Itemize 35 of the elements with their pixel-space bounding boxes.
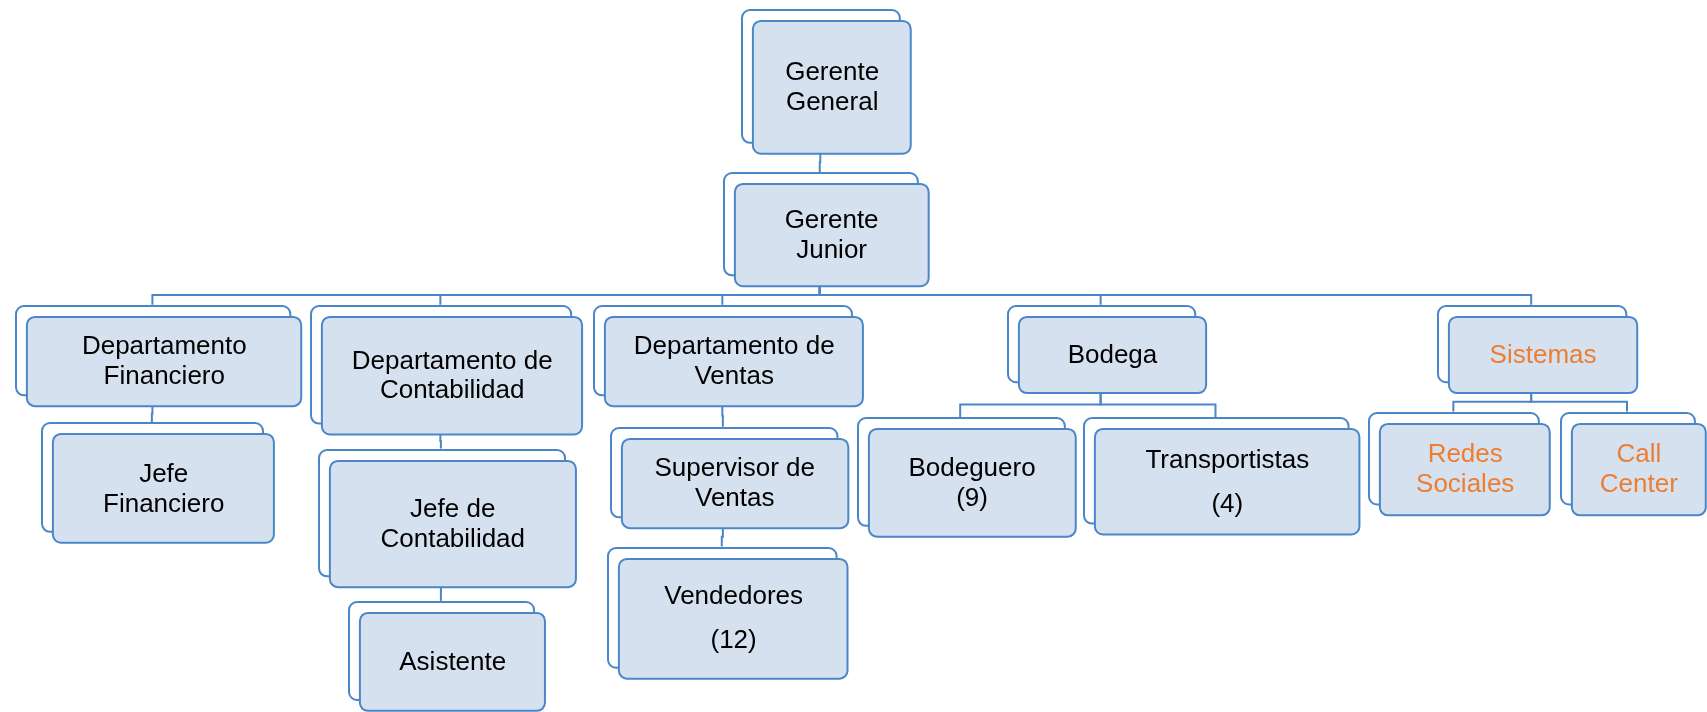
node-label: Gerente Junior	[783, 205, 880, 265]
node-label: Call Center	[1598, 439, 1679, 499]
node-label: Vendedores	[664, 581, 804, 612]
node-label: Bodega	[1067, 339, 1158, 370]
node-label: Jefe de Contabilidad	[379, 493, 527, 554]
org-box	[609, 426, 849, 529]
org-box	[41, 422, 276, 545]
node-label: Sistemas	[1489, 339, 1597, 370]
node-label: Asistente	[399, 646, 507, 677]
org-box	[317, 448, 577, 588]
org-box	[1368, 411, 1552, 516]
node-label: Gerente General	[784, 57, 881, 117]
org-box	[15, 304, 303, 407]
org-box	[310, 304, 584, 436]
node-label: Redes Sociales	[1415, 439, 1516, 499]
node-label: Bodeguero (9)	[907, 452, 1037, 513]
org-box	[1007, 304, 1208, 394]
connector-line	[721, 404, 724, 428]
org-box	[1437, 304, 1639, 394]
org-box	[593, 304, 865, 407]
node-label: (4)	[1211, 488, 1244, 519]
node-label: Supervisor de Ventas	[653, 453, 816, 514]
node-label: Departamento de Ventas	[632, 331, 836, 392]
org-box	[1083, 416, 1361, 536]
org-box	[348, 600, 547, 712]
org-box	[722, 172, 930, 288]
org-box	[607, 546, 849, 680]
node-label: (12)	[710, 625, 757, 656]
node-label: Transportistas	[1145, 444, 1310, 475]
node-label: Departamento Financiero	[80, 331, 248, 392]
node-label: Departamento de Contabilidad	[350, 345, 554, 406]
node-label: Jefe Financiero	[102, 458, 226, 519]
org-box	[856, 416, 1077, 538]
org-box	[1560, 411, 1707, 516]
org-box	[741, 8, 913, 155]
